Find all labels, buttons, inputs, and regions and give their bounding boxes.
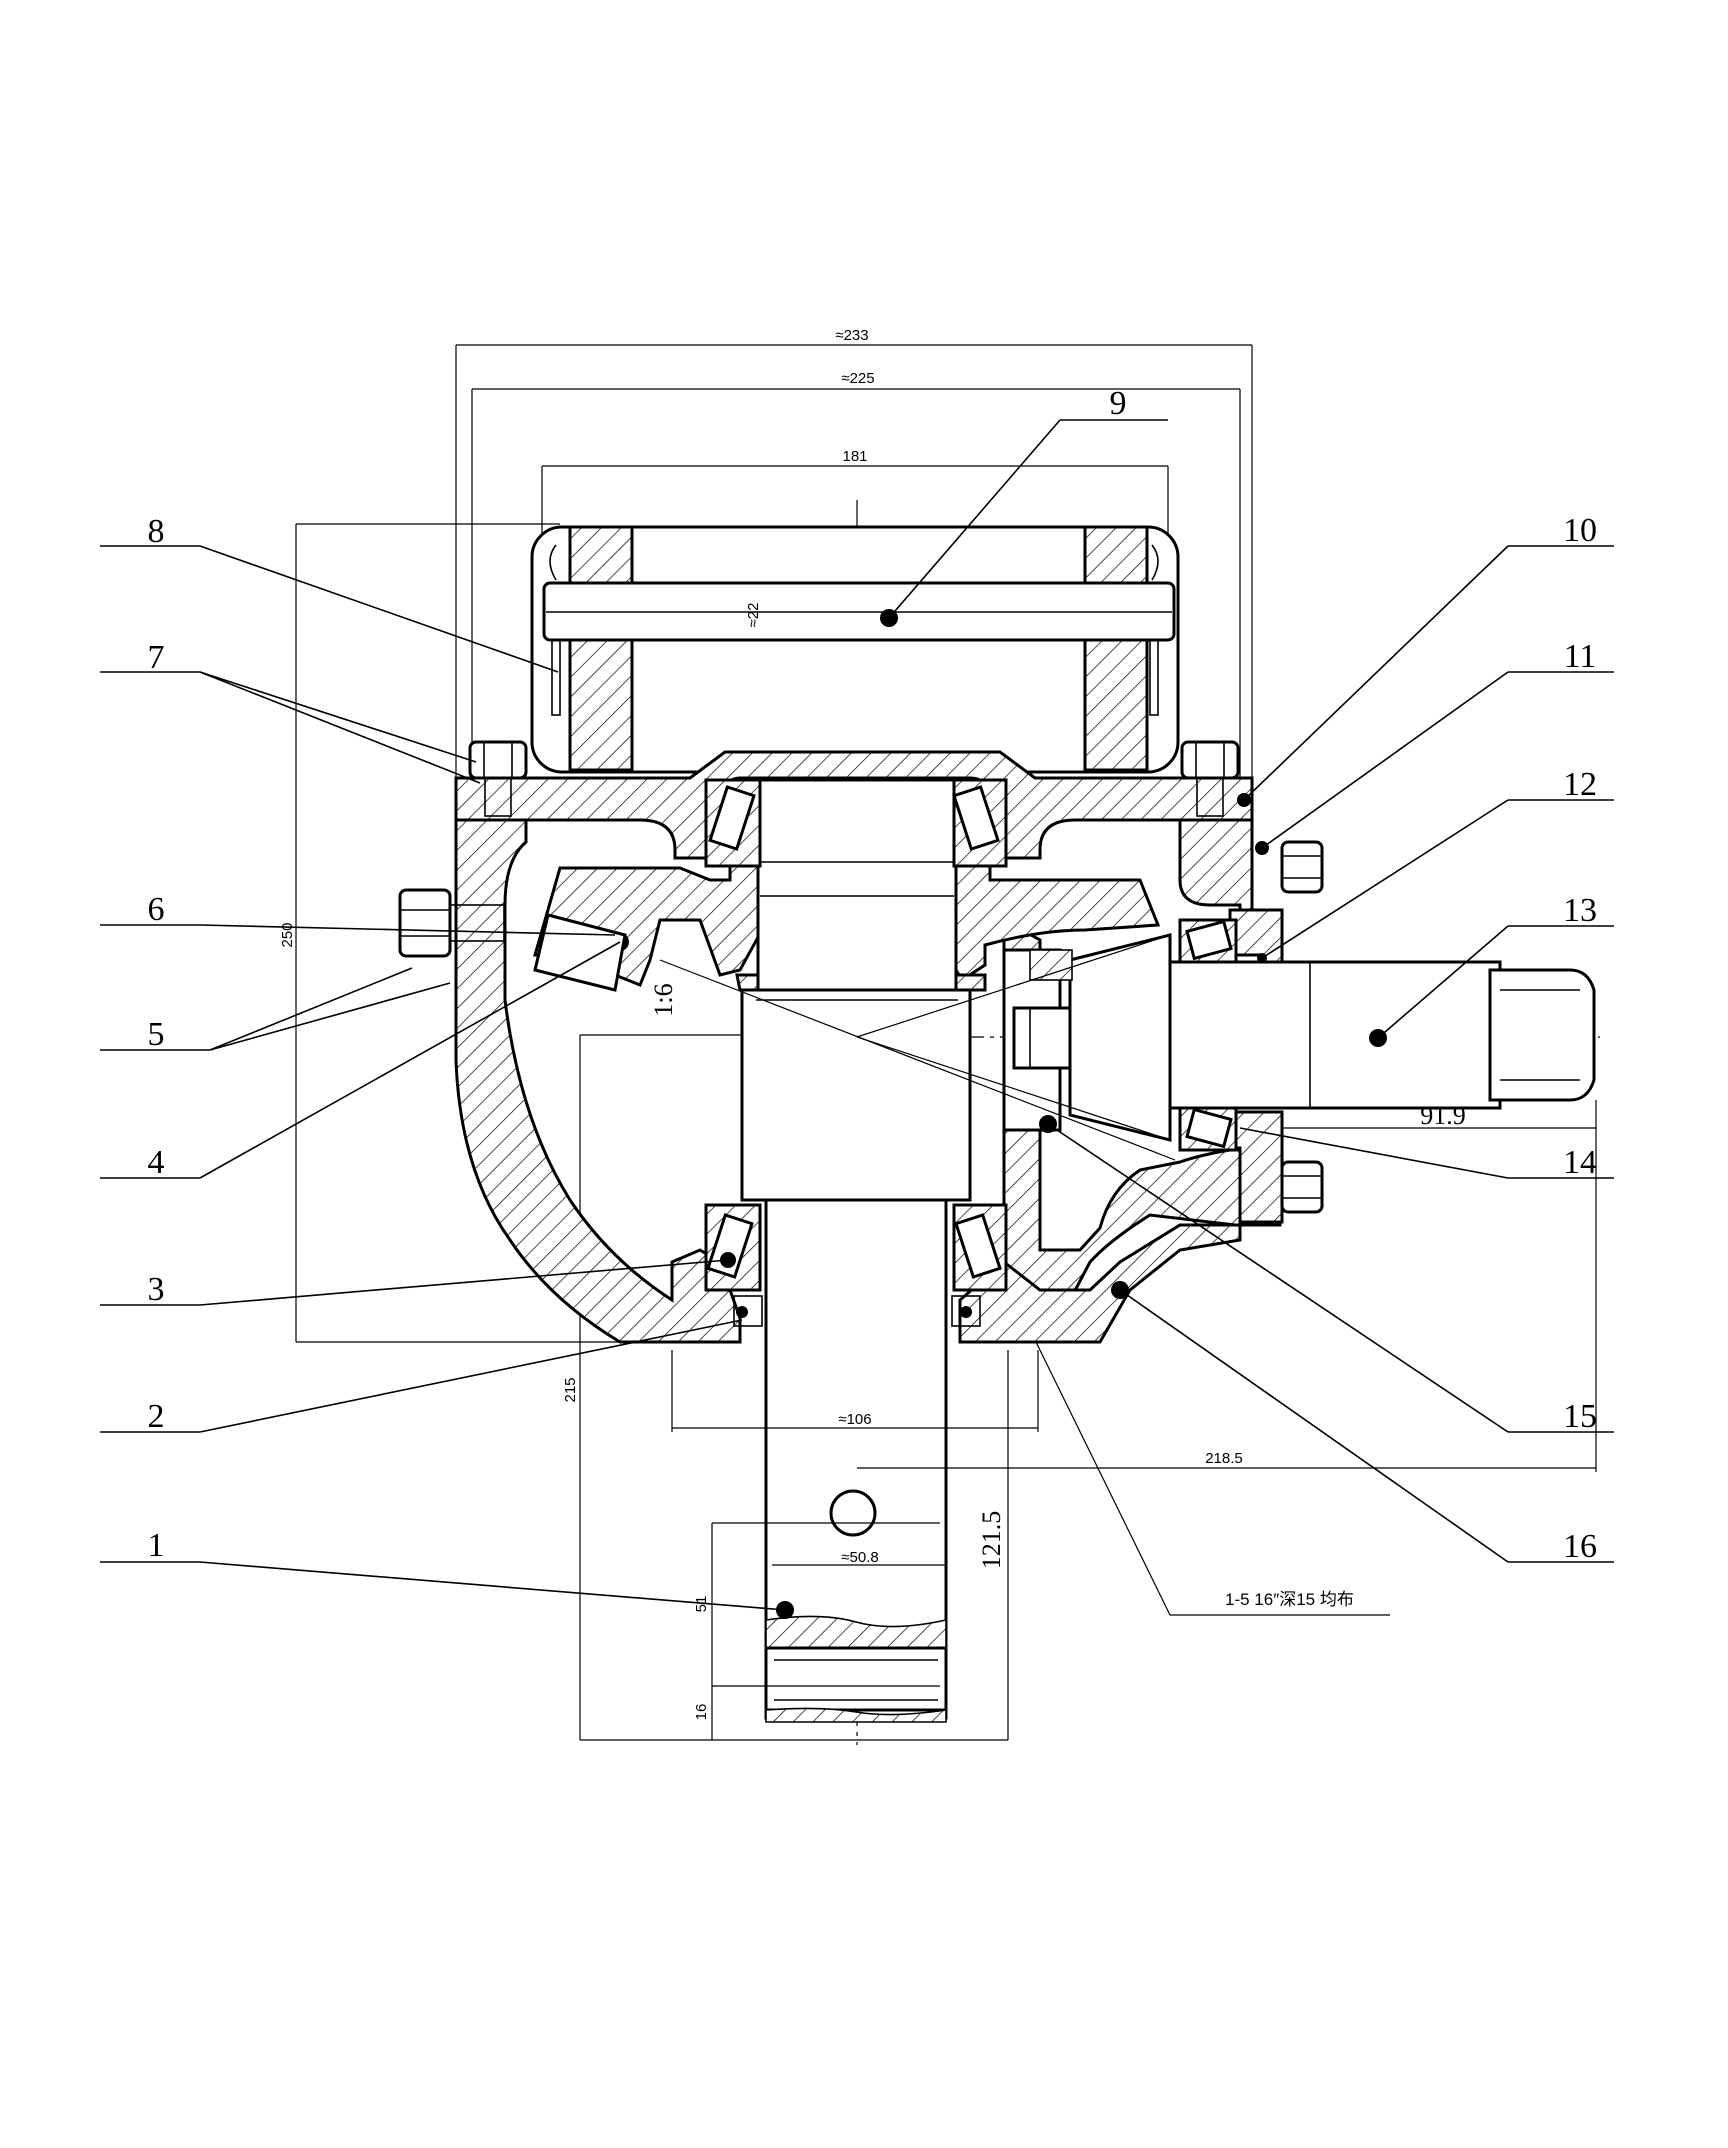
part-label-15: 15: [1563, 1398, 1597, 1435]
svg-text:218.5: 218.5: [1205, 1450, 1243, 1467]
dim-text-181: 181: [842, 448, 867, 465]
leader-dot-16: [1111, 1281, 1129, 1299]
dim-text-233: ≈233: [835, 327, 868, 344]
dim-height-shaft: 215: [562, 1034, 1008, 1741]
note-leader: [1035, 1341, 1390, 1616]
dim-hub: ≈106: [671, 1350, 1039, 1432]
bearings: [704, 778, 1008, 1327]
part-label-1: 1: [148, 1527, 165, 1564]
part-label-5: 5: [148, 1016, 165, 1053]
part-label-6: 6: [148, 891, 165, 928]
dim-output-length: 218.5: [857, 1100, 1597, 1472]
dim-text-215: 215: [562, 1377, 579, 1402]
part-label-2: 2: [148, 1398, 165, 1435]
cone-line-2: [856, 934, 1171, 1038]
part-label-3: 3: [148, 1271, 165, 1308]
dim-text-22: ≈22: [745, 603, 762, 628]
part-label-9: 9: [1110, 385, 1127, 422]
cone-line-1: [659, 959, 1176, 1161]
part-label-16: 16: [1563, 1528, 1597, 1565]
part-label-14: 14: [1563, 1144, 1597, 1181]
svg-text:91.9: 91.9: [1420, 1101, 1466, 1130]
vertical-shaft: [740, 778, 972, 1723]
svg-text:16: 16: [693, 1704, 710, 1721]
cone-ratio: 1:6: [649, 983, 678, 1016]
cone-line-3: [856, 1036, 1171, 1141]
dim-top-inner: ≈225: [471, 370, 1241, 790]
svg-text:51: 51: [693, 1596, 710, 1613]
part-label-10: 10: [1563, 512, 1597, 549]
svg-text:121.5: 121.5: [977, 1511, 1006, 1570]
part-label-4: 4: [148, 1144, 165, 1181]
dim-text-250: 250: [279, 922, 296, 947]
part-label-8: 8: [148, 513, 165, 550]
dim-text-225: ≈225: [841, 370, 874, 387]
part-label-12: 12: [1563, 766, 1597, 803]
part-labels: 8 7 6 5 4 3 2 1 9 10 11 12 13 14 15 16: [100, 385, 1614, 1611]
pinion-assembly: [398, 840, 1596, 1214]
part-label-11: 11: [1564, 638, 1597, 675]
top-coupling: ≈22: [530, 525, 1180, 774]
svg-text:≈106: ≈106: [838, 1411, 871, 1428]
dim-input-ext: 91.9: [1282, 1101, 1596, 1130]
dim-top-overall: ≈233: [455, 327, 1253, 790]
dim-pulley-width: 181: [541, 448, 1169, 540]
svg-text:≈50.8: ≈50.8: [841, 1549, 878, 1566]
dim-shaft: ≈50.8 121.5 51 16: [693, 1350, 1009, 1740]
part-label-13: 13: [1563, 892, 1597, 929]
thread-note: 1-5 16″深15 均布: [1225, 1590, 1354, 1609]
part-label-7: 7: [148, 639, 165, 676]
